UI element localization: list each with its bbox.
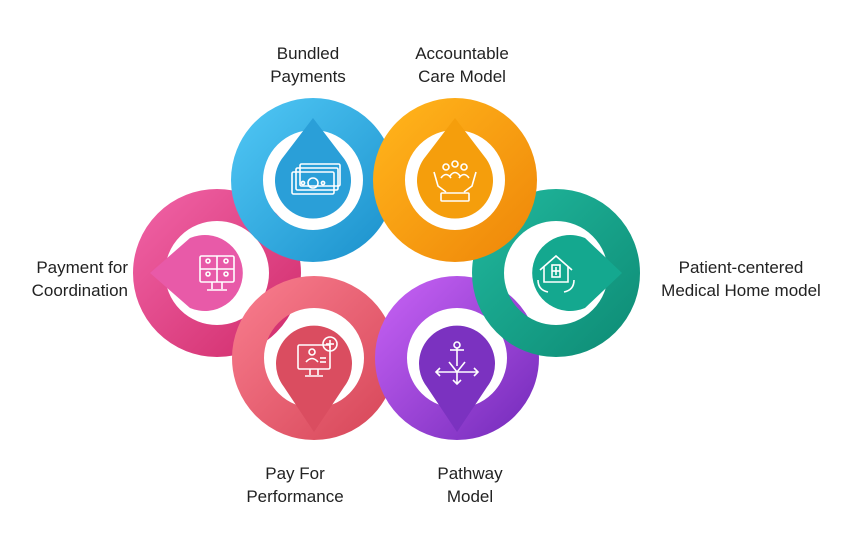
drop-performance [276,325,352,432]
money-bills-icon [291,163,341,195]
label-bundled-line2: Payments [270,67,346,86]
label-accountable: Accountable Care Model [392,42,532,88]
label-bundled-line1: Bundled [276,44,340,63]
node-pathway [375,276,539,440]
pathway-arrows-icon [434,341,480,386]
ring-accountable [373,98,537,262]
monitor-medical-icon [297,336,338,377]
label-pathway: Pathway Model [405,462,535,508]
label-accountable-line2: Care Model [418,67,506,86]
drop-coordination [150,234,243,311]
label-pathway-line2: Model [446,487,494,506]
ring-patient [472,189,640,357]
node-coordination [133,189,301,357]
label-patient-line2: Medical Home model [661,281,821,300]
node-performance [232,276,396,440]
label-performance-line2: Performance [246,487,344,506]
label-coordination-line1: Payment for [36,258,128,277]
ring-coordination [133,189,301,357]
house-medical-icon [537,254,575,293]
label-coordination-line2: Coordination [31,281,128,300]
label-patient: Patient-centered Medical Home model [636,256,846,302]
label-performance-line1: Pay For [265,464,325,483]
drop-patient [532,234,622,311]
node-bundled [231,98,395,262]
node-patient [472,189,640,357]
label-pathway-line1: Pathway [437,464,503,483]
label-coordination: Payment for Coordination [2,256,128,302]
label-performance: Pay For Performance [225,462,365,508]
video-conference-icon [199,255,235,291]
label-accountable-line1: Accountable [415,44,509,63]
hands-people-icon [433,160,477,202]
node-accountable [373,98,537,262]
label-patient-line1: Patient-centered [678,258,804,277]
label-bundled: Bundled Payments [243,42,373,88]
drop-accountable [417,118,493,219]
